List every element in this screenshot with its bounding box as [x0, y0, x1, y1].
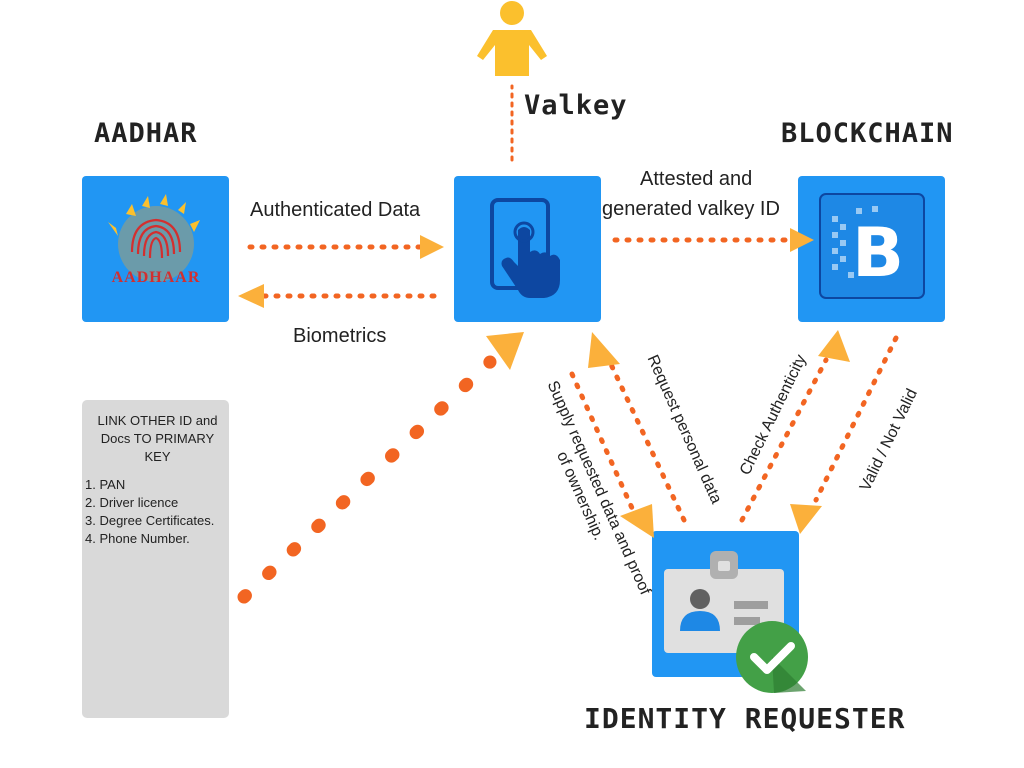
link-ids-panel: LINK OTHER ID and Docs TO PRIMARY KEY 1.… [82, 400, 229, 718]
biometrics-label: Biometrics [293, 325, 387, 347]
bitcoin-letter: B [852, 214, 904, 293]
attested-arrowhead [790, 228, 814, 252]
valid-arrowhead [790, 504, 822, 534]
request-data-arrowhead [588, 332, 620, 368]
attested-label-line1: Attested and [640, 168, 753, 190]
authenticated-data-arrowhead [420, 235, 444, 259]
aadhaar-logo-text: AADHAAR [112, 269, 201, 286]
panel-item-phone-number: 4. Phone Number. [85, 531, 190, 546]
supply-data-arrowhead [620, 504, 654, 538]
supply-data-arrow [569, 371, 635, 511]
phone-tap-icon [490, 198, 560, 298]
link-ids-arrow [237, 355, 497, 604]
aadhaar-logo: AADHAAR [108, 194, 201, 286]
blockchain-heading: BLOCKCHAIN [781, 118, 954, 149]
valkey-box [454, 176, 601, 322]
blockchain-box: B [798, 176, 945, 322]
identity-requester-heading: IDENTITY REQUESTER [584, 702, 906, 735]
panel-item-pan: 1. PAN [85, 477, 126, 492]
biometrics-arrowhead [238, 284, 264, 308]
bitcoin-icon: B [819, 193, 925, 299]
aadhar-heading: AADHAR [94, 118, 198, 149]
panel-item-degree-certificates: 3. Degree Certificates. [85, 513, 215, 528]
panel-title: LINK OTHER ID and Docs TO PRIMARY KEY [97, 413, 218, 464]
authenticated-data-label: Authenticated Data [250, 199, 421, 221]
check-icon [736, 621, 808, 693]
check-authenticity-arrowhead [818, 330, 850, 362]
panel-list: 1. PAN 2. Driver licence 3. Degree Certi… [85, 476, 229, 548]
valkey-heading: Valkey [524, 90, 628, 121]
attested-label-line2: generated valkey ID [602, 198, 780, 220]
panel-item-driver-licence: 2. Driver licence [85, 495, 179, 510]
aadhar-box: AADHAAR [82, 176, 229, 322]
link-ids-arrowhead [486, 332, 524, 370]
valid-arrow [813, 335, 899, 503]
identity-requester-box [652, 531, 808, 693]
